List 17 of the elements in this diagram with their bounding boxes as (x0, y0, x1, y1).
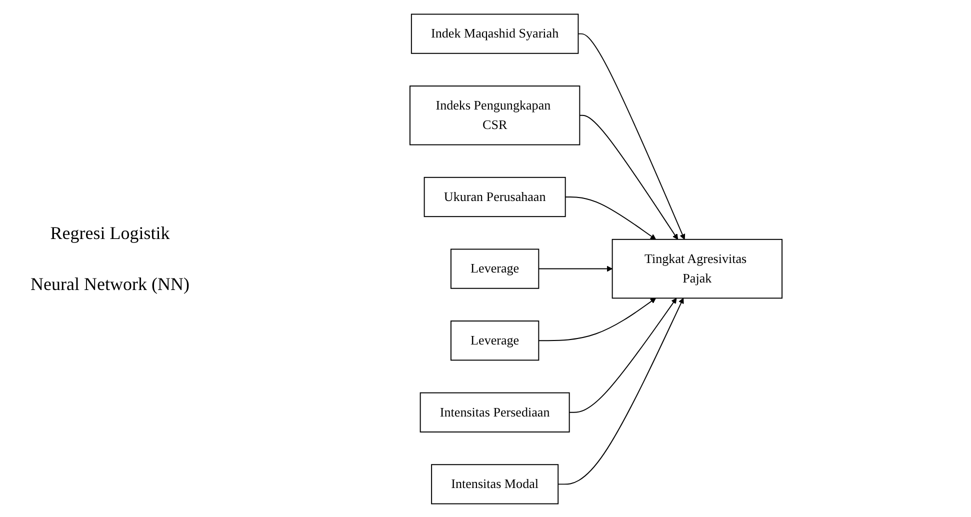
node-box: Intensitas Modal (430, 464, 558, 504)
arrow (538, 265, 612, 272)
arrow (564, 196, 656, 240)
arrow (538, 297, 656, 341)
method-label: Regresi Logistik (49, 222, 171, 244)
arrow (568, 297, 676, 412)
node-box: Leverage (450, 248, 539, 288)
node-box: Tingkat Agresivitas Pajak (611, 238, 782, 298)
node-box: Leverage (450, 320, 539, 360)
arrow (577, 32, 685, 240)
node-box: Intensitas Persediaan (419, 392, 570, 432)
node-box: Indeks Pengungkapan CSR (408, 85, 580, 145)
method-label: Neural Network (NN) (30, 274, 190, 294)
node-box: Indek Maqashid Syariah (410, 13, 578, 54)
arrow (578, 114, 678, 240)
arrow (557, 297, 684, 484)
node-box: Ukuran Perusahaan (423, 176, 566, 217)
